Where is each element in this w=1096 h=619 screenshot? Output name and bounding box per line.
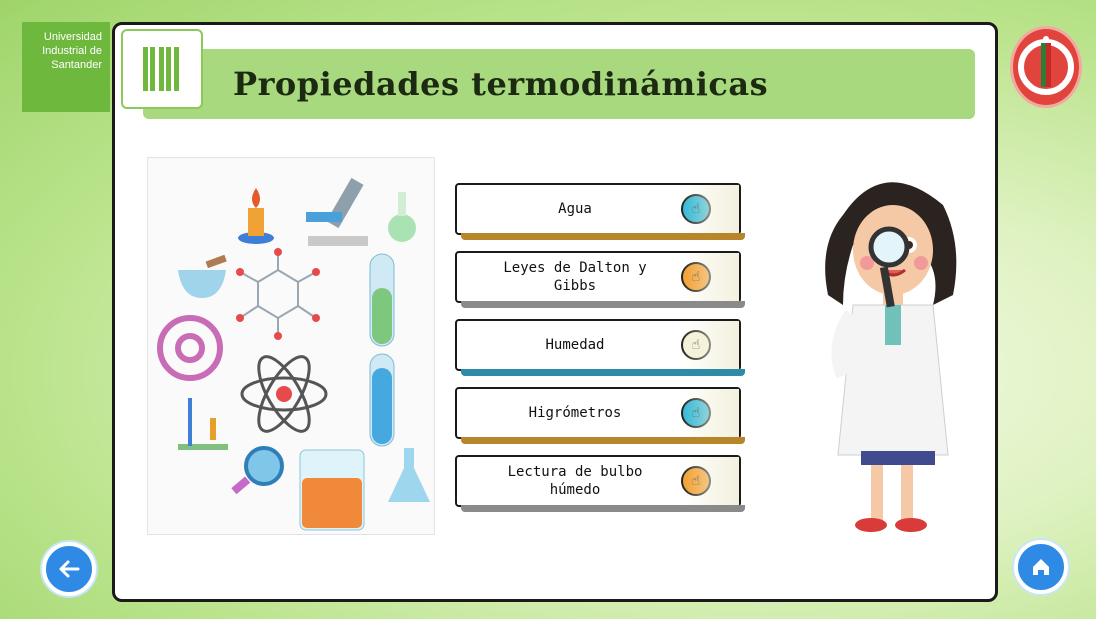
beaker-icon xyxy=(299,449,365,531)
test-tube-blue-icon xyxy=(369,353,395,447)
uis-logo-icon xyxy=(143,47,179,91)
menu-button-shadow xyxy=(461,301,745,308)
burner-icon xyxy=(238,188,274,244)
round-flask-icon xyxy=(388,192,416,242)
back-button[interactable] xyxy=(42,542,96,596)
menu-button-shadow xyxy=(461,369,745,376)
brand-logo-icon xyxy=(1018,36,1074,95)
hand-pointer-icon: ☝ xyxy=(681,466,711,496)
microscope-icon xyxy=(306,177,368,246)
lab-stand-icon xyxy=(178,398,228,450)
uis-logo xyxy=(121,29,203,109)
scientist-character-illustration xyxy=(803,155,973,555)
university-name-line2: Industrial de xyxy=(42,45,102,57)
menu-button-label: Agua xyxy=(558,201,592,217)
test-tube-green-icon xyxy=(369,253,395,347)
title-banner xyxy=(143,49,975,119)
hand-pointer-icon: ☝ xyxy=(681,330,711,360)
biohazard-icon xyxy=(157,315,223,381)
arrow-left-icon xyxy=(59,560,80,578)
university-name-line3: Santander xyxy=(51,59,102,71)
conical-flask-icon xyxy=(388,448,430,502)
page-title: Propiedades termodinámicas xyxy=(233,65,769,103)
home-button[interactable] xyxy=(1014,540,1068,594)
home-icon xyxy=(1033,559,1049,575)
brand-badge-logo xyxy=(1010,26,1082,108)
molecule-icon xyxy=(239,252,317,336)
hand-pointer-icon: ☝ xyxy=(681,194,711,224)
menu-button-humedad[interactable]: Humedad ☝ xyxy=(455,319,745,376)
hand-pointer-icon: ☝ xyxy=(681,262,711,292)
university-name-line1: Universidad xyxy=(43,31,102,43)
content-card: Propiedades termodinámicas xyxy=(112,22,998,602)
menu-button-higrometros[interactable]: Higrómetros ☝ xyxy=(455,387,745,444)
menu-button-shadow xyxy=(461,233,745,240)
mortar-bowl-icon xyxy=(178,254,227,298)
magnifying-glass-icon xyxy=(868,226,910,308)
lab-equipment-illustration xyxy=(147,157,435,535)
menu-button-agua[interactable]: Agua ☝ xyxy=(455,183,745,240)
atom-icon xyxy=(240,355,328,433)
university-logo: Universidad Industrial de Santander xyxy=(22,22,110,112)
menu-button-label: Higrómetros xyxy=(528,405,622,421)
hand-pointer-icon: ☝ xyxy=(681,398,711,428)
menu-button-shadow xyxy=(461,437,745,444)
menu-button-label: Humedad xyxy=(545,337,605,353)
magnifier-icon xyxy=(231,446,284,495)
menu-button-shadow xyxy=(461,505,745,512)
